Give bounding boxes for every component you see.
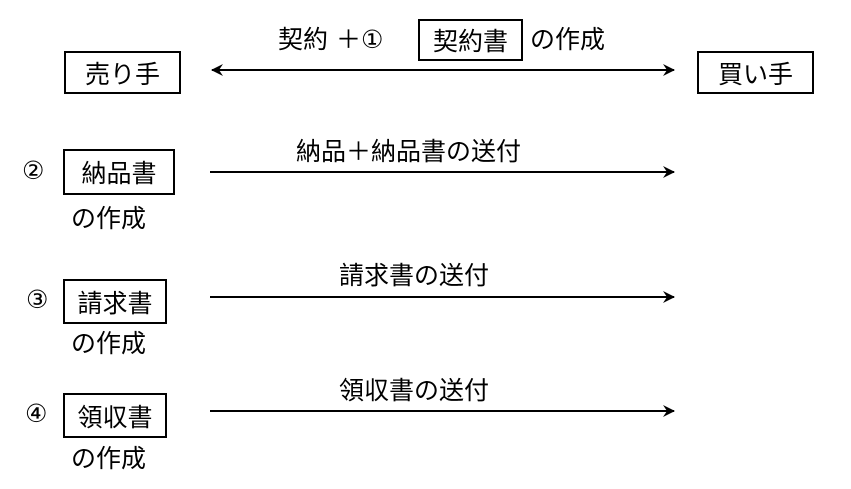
invoice-label: 請求書	[77, 288, 153, 318]
seller-box: 売り手	[64, 51, 181, 94]
step4-number: ④	[25, 399, 48, 428]
buyer-box: 買い手	[697, 51, 814, 94]
contract-doc-box: 契約書	[418, 19, 523, 61]
delivery-arrow-label: 納品＋納品書の送付	[296, 137, 522, 166]
invoice-box: 請求書	[63, 279, 167, 324]
receipt-box: 領収書	[63, 393, 167, 438]
receipt-label: 領収書	[77, 402, 153, 432]
contract-label-prefix: 契約 ＋①	[278, 25, 384, 54]
contract-label-suffix: の作成	[530, 25, 606, 54]
receipt-arrow-label: 領収書の送付	[339, 376, 490, 405]
delivery-note-box: 納品書	[63, 149, 175, 195]
seller-label: 売り手	[84, 59, 160, 89]
step2-number: ②	[22, 156, 45, 185]
delivery-note-label: 納品書	[81, 159, 157, 188]
step3-number: ③	[26, 285, 49, 314]
contract-doc-label: 契約書	[432, 27, 508, 56]
invoice-arrow-label: 請求書の送付	[339, 261, 490, 290]
buyer-label: 買い手	[717, 59, 793, 89]
receipt-caption: の作成	[71, 444, 147, 473]
delivery-note-caption: の作成	[71, 204, 147, 233]
invoice-caption: の作成	[71, 329, 147, 358]
